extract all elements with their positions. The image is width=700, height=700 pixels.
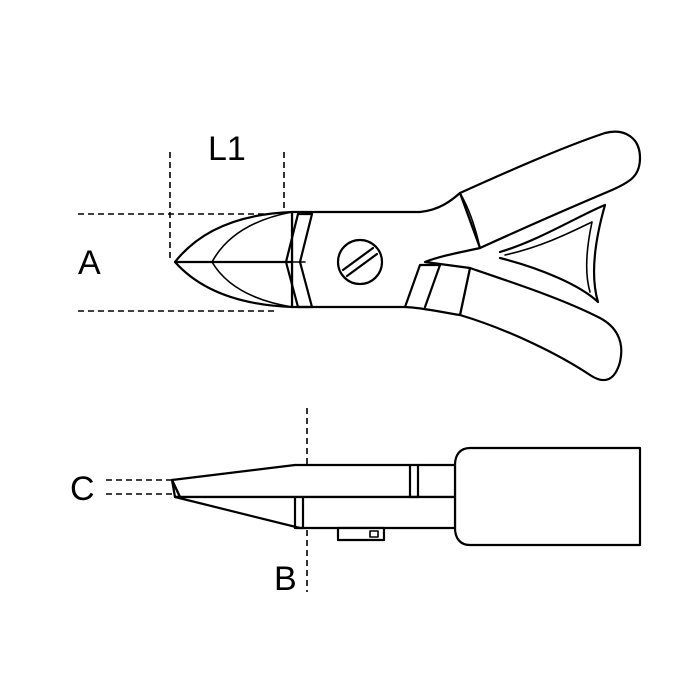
- plier-head: [290, 191, 482, 317]
- label-b: B: [274, 560, 297, 598]
- upper-jaw-edge: [170, 463, 457, 499]
- upper-handle: [458, 130, 642, 250]
- screw-stub-slot: [369, 530, 379, 538]
- screw-stub: [336, 526, 386, 542]
- label-c: C: [70, 470, 95, 508]
- tip-edge: [170, 478, 182, 499]
- upper-step: [408, 463, 420, 499]
- screw-slot-a: [341, 246, 375, 272]
- lower-jaw-edge: [173, 495, 457, 530]
- jaw-strap: [284, 212, 314, 309]
- jaw-bevel-bottom: [211, 261, 293, 308]
- spring: [498, 203, 607, 304]
- lower-step: [293, 495, 305, 530]
- screw-slot-b: [345, 252, 379, 278]
- spring-inner: [504, 221, 593, 293]
- lower-handle: [458, 266, 623, 382]
- label-l1: L1: [208, 130, 246, 168]
- pivot-screw-icon: [336, 238, 384, 286]
- top-view: L1 A: [78, 130, 642, 382]
- handle-edge: [453, 446, 642, 547]
- jaw-bevel-top: [211, 211, 293, 263]
- rear-strap: [403, 263, 442, 309]
- label-a: A: [78, 244, 101, 282]
- bottom-view: C B: [70, 408, 642, 598]
- jaw-tip: [173, 210, 294, 309]
